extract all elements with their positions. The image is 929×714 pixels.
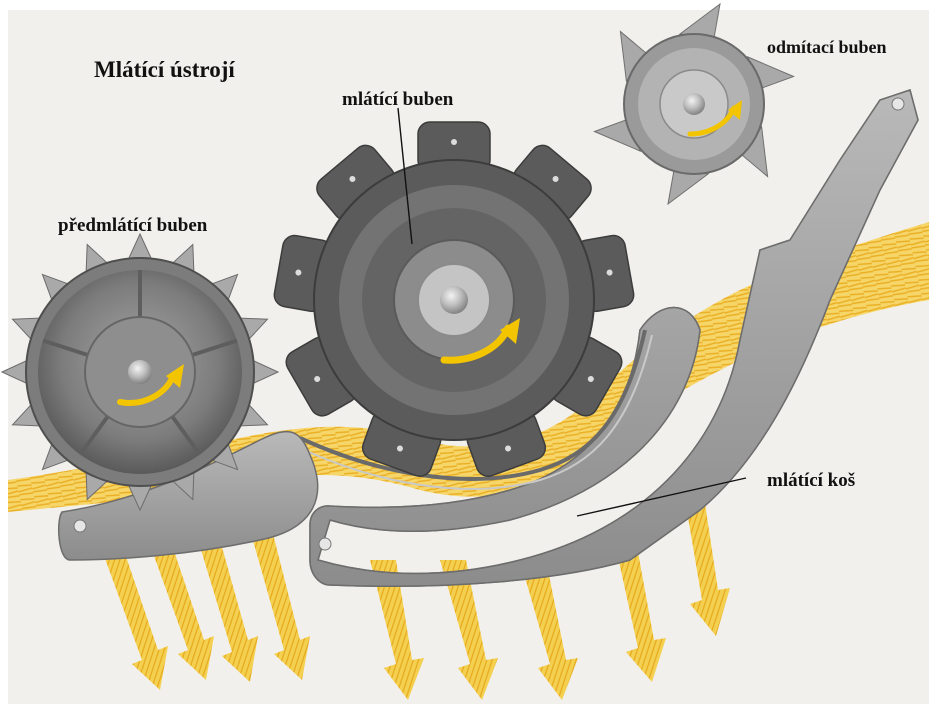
label-concave: mlátící koš (767, 471, 855, 490)
label-pre-threshing-drum: předmlátící buben (58, 216, 207, 235)
label-beater-drum: odmítací buben (767, 38, 887, 56)
beater-drum-hub (683, 93, 705, 115)
pre-threshing-drum-hub (128, 360, 152, 384)
threshing-drum-hub (440, 286, 468, 314)
label-threshing-drum: mlátící buben (342, 90, 453, 109)
diagram-title: Mlátící ústrojí (94, 58, 235, 81)
pre-threshing-drum (2, 234, 278, 510)
